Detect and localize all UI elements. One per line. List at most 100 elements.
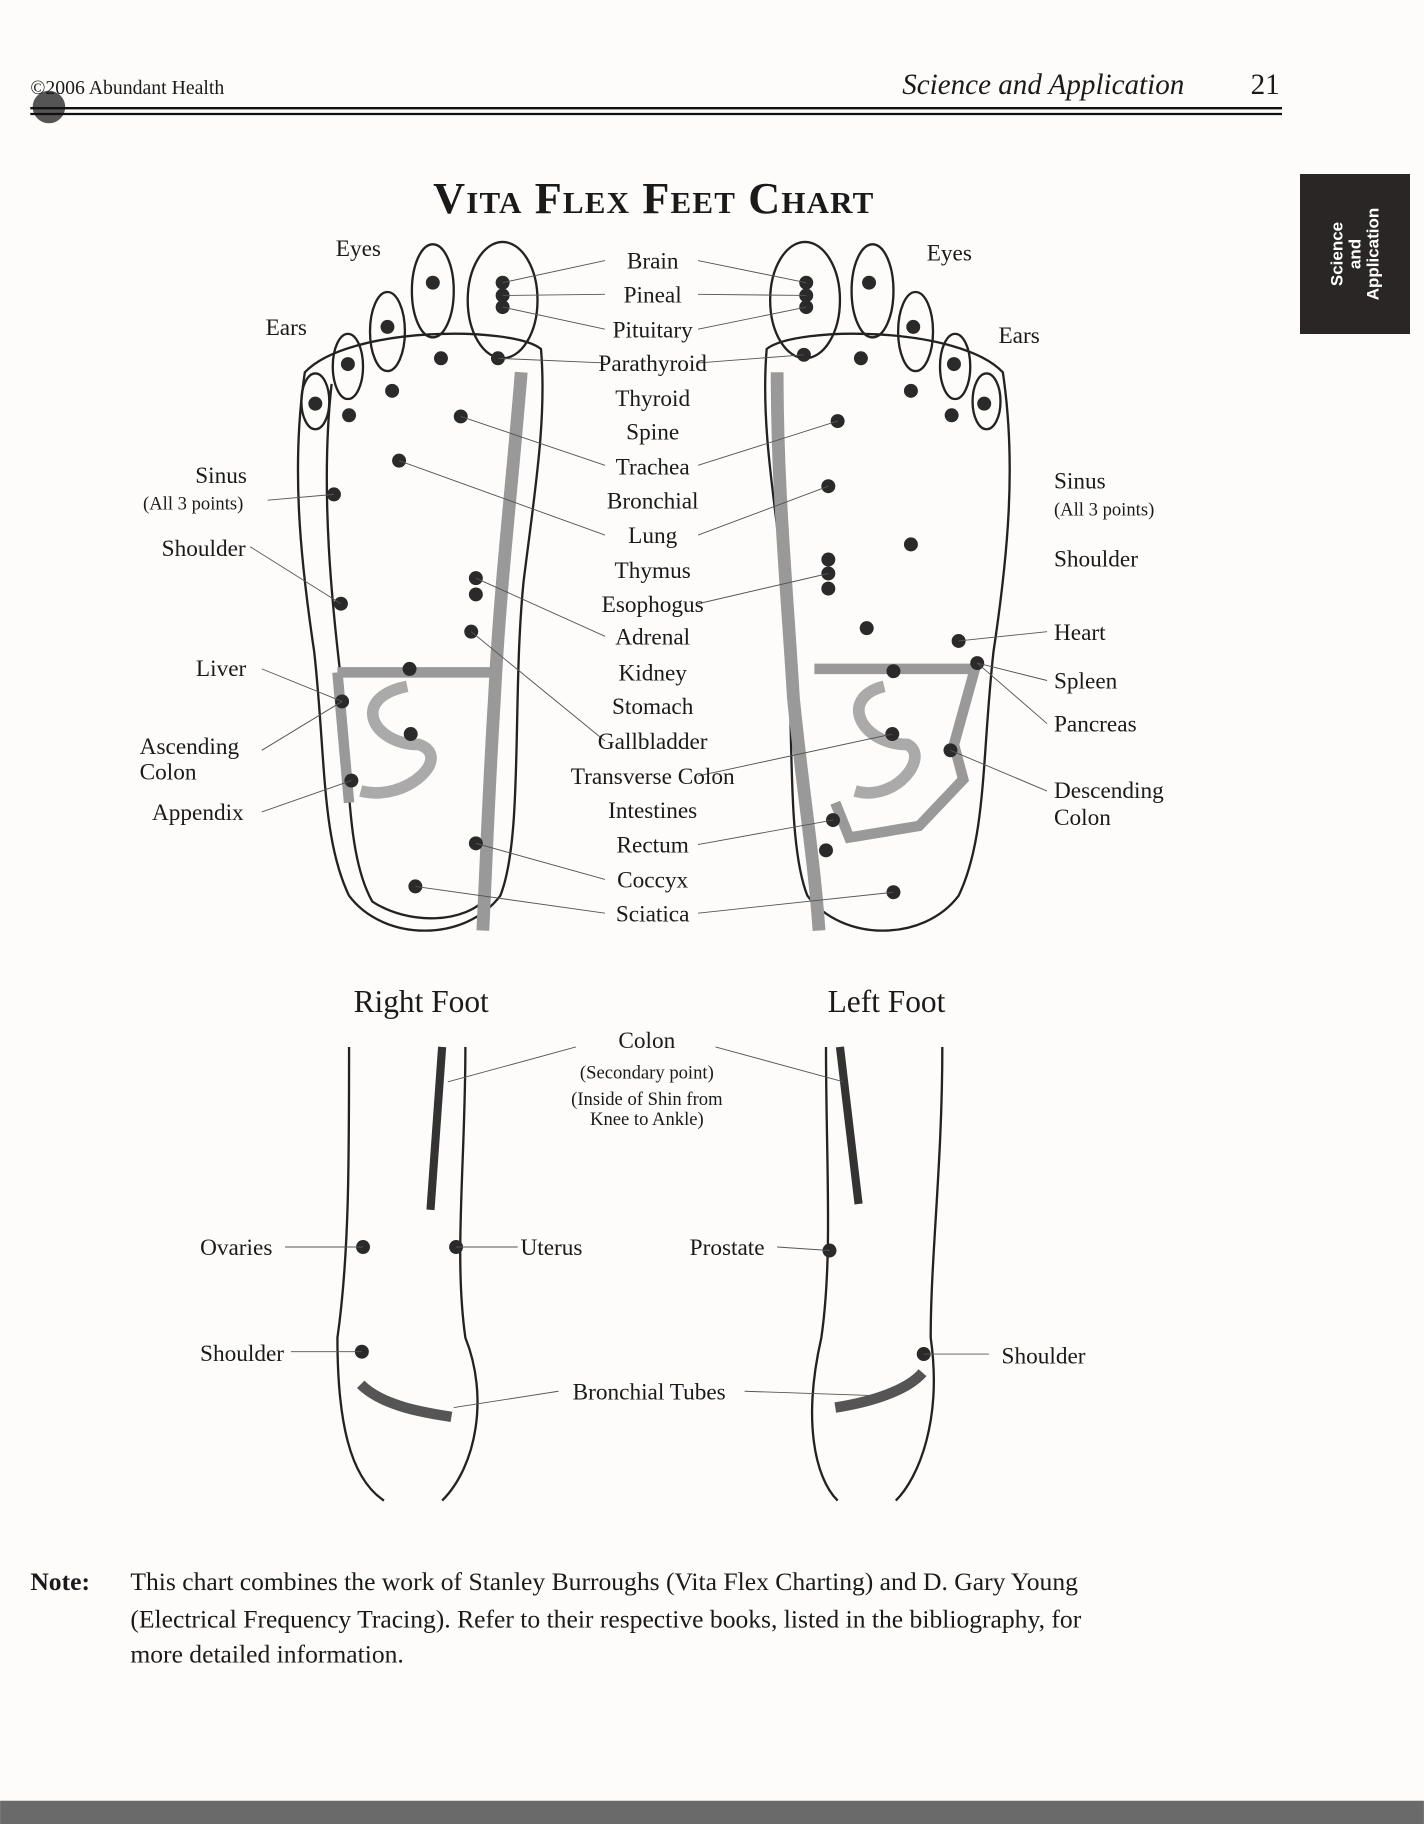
header: ©2006 Abundant Health Science and Applic… — [30, 69, 1282, 124]
label-esophogus: Esophogus — [602, 592, 704, 618]
label-sinus-note-right: (All 3 points) — [143, 494, 243, 515]
copyright: ©2006 Abundant Health — [30, 77, 224, 99]
label-rectum: Rectum — [617, 833, 689, 859]
reflex-point-dot — [903, 383, 918, 398]
label-thyroid: Thyroid — [615, 386, 690, 412]
reflex-point-dot — [425, 275, 440, 290]
leader-line — [697, 260, 807, 284]
reflex-point-dot — [819, 843, 833, 858]
label-pituitary: Pituitary — [613, 317, 693, 343]
leader-line — [475, 842, 606, 880]
label-ears-left: Ears — [998, 323, 1039, 349]
right-foot-labels: Eyes Ears Sinus (All 3 points) Shoulder … — [140, 236, 381, 826]
label-ascending-colon: Ascending — [140, 734, 240, 760]
label-adrenal: Adrenal — [615, 624, 690, 650]
label-brain: Brain — [627, 249, 679, 275]
label-pancreas: Pancreas — [1054, 712, 1137, 738]
note: Note: This chart combines the work of St… — [30, 1567, 1081, 1668]
reflex-point-dot — [433, 351, 448, 366]
leader-line — [502, 260, 606, 284]
reflex-point-dot — [903, 537, 918, 552]
leader-line — [697, 819, 834, 845]
reflex-point-dot — [402, 661, 417, 676]
leader-line — [744, 1390, 885, 1397]
reflex-point-dot — [385, 383, 400, 398]
leader-line — [697, 573, 829, 605]
leader-line — [697, 733, 893, 777]
leader-line — [447, 1046, 577, 1083]
label-stomach: Stomach — [612, 694, 694, 720]
label-thymus: Thymus — [615, 558, 691, 584]
label-colon-secondary: Colon — [618, 1028, 675, 1054]
reflex-point-dot — [916, 1347, 931, 1362]
left-foot-labels: Eyes Ears Sinus (All 3 points) Shoulder … — [927, 241, 1164, 831]
label-spine: Spine — [626, 420, 679, 446]
leader-line — [261, 668, 343, 702]
reflex-point-dot — [340, 357, 355, 372]
reflex-point-dot — [830, 414, 845, 429]
reflex-point-dot — [946, 357, 961, 372]
label-lung: Lung — [628, 523, 677, 549]
center-labels: Brain Pineal Pituitary Parathyroid Thyro… — [571, 249, 735, 928]
label-intestines: Intestines — [608, 798, 697, 824]
label-pineal: Pineal — [624, 282, 682, 308]
label-ascending-colon-2: Colon — [140, 759, 197, 785]
leader-line — [698, 354, 804, 364]
label-heart: Heart — [1054, 620, 1106, 646]
label-sciatica: Sciatica — [616, 901, 690, 927]
reflex-point-dot — [977, 396, 992, 411]
label-shoulder-left: Shoulder — [1054, 547, 1138, 573]
label-sinus-note-left: (All 3 points) — [1054, 499, 1154, 520]
leader-line — [976, 662, 1048, 724]
leg-labels: Colon (Secondary point) (Inside of Shin … — [200, 1028, 1086, 1405]
label-coccyx: Coccyx — [617, 868, 688, 894]
reflex-point-dot — [468, 836, 483, 851]
page-number: 21 — [1251, 69, 1280, 101]
reflex-point-dot — [380, 319, 395, 334]
reflex-point-dot — [906, 319, 921, 334]
label-uterus: Uterus — [520, 1235, 582, 1261]
label-bronchial: Bronchial — [607, 488, 699, 514]
label-transverse-colon: Transverse Colon — [571, 764, 735, 790]
label-appendix: Appendix — [152, 800, 244, 826]
reflex-point-dot — [468, 571, 483, 586]
leader-line — [958, 631, 1048, 642]
leader-line — [777, 1246, 830, 1251]
leader-line — [697, 891, 894, 914]
reflex-point-dot — [944, 408, 959, 423]
reflex-point-dot — [342, 408, 357, 423]
note-line-3: more detailed information. — [130, 1639, 403, 1668]
label-prostate: Prostate — [690, 1235, 765, 1261]
label-liver: Liver — [196, 656, 247, 682]
leader-line — [715, 1046, 844, 1083]
reflex-point-dot — [951, 633, 966, 648]
leader-line — [698, 293, 807, 296]
section-title: Science and Application — [902, 69, 1184, 101]
reflex-point-dot — [468, 587, 483, 602]
label-shoulder-right-leg: Shoulder — [200, 1341, 284, 1367]
leader-line — [950, 749, 1048, 792]
label-parathyroid: Parathyroid — [598, 351, 707, 377]
leader-line — [261, 701, 343, 751]
left-foot-title: Left Foot — [828, 984, 946, 1019]
reflex-point-dot — [821, 566, 836, 581]
note-label: Note: — [30, 1567, 90, 1596]
label-kidney: Kidney — [618, 661, 687, 687]
label-colon-note-3: Knee to Ankle) — [590, 1109, 704, 1130]
leader-line — [977, 662, 1048, 681]
label-colon-note-1: (Secondary point) — [580, 1062, 714, 1083]
leader-line — [497, 357, 605, 364]
reflex-points — [308, 275, 992, 1362]
label-descending-colon-2: Colon — [1054, 805, 1111, 831]
note-line-2: (Electrical Frequency Tracing). Refer to… — [130, 1604, 1081, 1633]
left-foot-drawing — [763, 240, 1011, 1502]
reflex-point-dot — [821, 552, 836, 567]
label-colon-note-2: (Inside of Shin from — [571, 1089, 723, 1110]
section-tab — [1300, 174, 1410, 334]
label-trachea: Trachea — [616, 455, 690, 481]
label-sinus-left: Sinus — [1054, 469, 1106, 495]
leader-line — [697, 485, 829, 536]
right-foot-drawing — [296, 240, 544, 1502]
leader-line — [267, 493, 334, 501]
note-line-1: This chart combines the work of Stanley … — [130, 1567, 1078, 1596]
